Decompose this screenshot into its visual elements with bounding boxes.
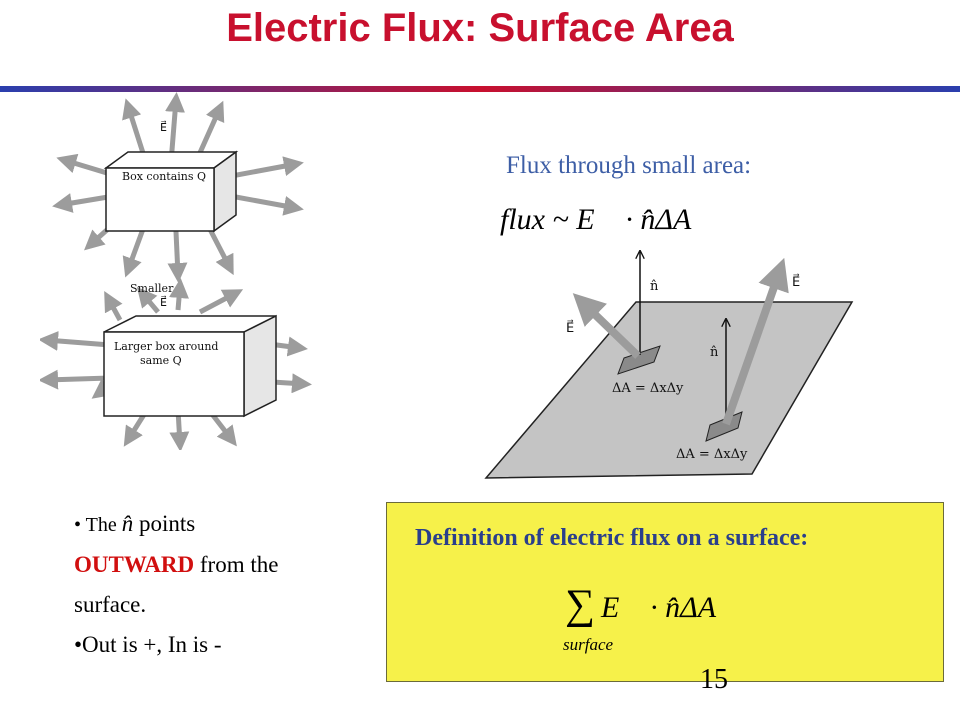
flux-sum-formula: ∑ E⃗ · n̂ΔA surface: [563, 582, 783, 665]
flux-box-diagram: E⃗ Box contains Q Smaller E⃗ Larger box …: [40, 92, 312, 450]
bullet-line-3: surface.: [74, 592, 147, 617]
sum-body: E⃗ · n̂ΔA: [601, 591, 717, 624]
bullet-1-start: • The: [74, 514, 122, 536]
definition-title: Definition of electric flux on a surface…: [415, 525, 809, 551]
bottom-box-label-2: same Q: [140, 354, 182, 367]
slide-title: Electric Flux: Surface Area: [226, 6, 734, 50]
top-box-label: Box contains Q: [122, 170, 206, 183]
outward-emphasis: OUTWARD: [74, 552, 195, 577]
e-label-1: E⃗: [566, 320, 574, 336]
definition-box: Definition of electric flux on a surface…: [386, 502, 944, 682]
e-label-2: E⃗: [792, 274, 800, 290]
bullet-1-n: n̂: [121, 511, 134, 536]
smaller-label: Smaller: [130, 282, 174, 295]
bullet-line-1: • The n̂ points: [74, 504, 374, 545]
flux-caption: Flux through small area:: [506, 152, 752, 179]
flux-formula: flux ~ E⃗ · n̂ΔA: [500, 203, 691, 237]
sum-subscript: surface: [563, 635, 614, 654]
bullet-1-end: points: [133, 511, 196, 536]
area-element-diagram: n̂ n̂ E⃗ E⃗ ΔA = ΔxΔy ΔA = ΔxΔy: [484, 240, 854, 479]
sum-symbol: ∑: [565, 582, 595, 628]
bullet-line-4: •Out is +, In is -: [74, 632, 222, 657]
area-label-1: ΔA = ΔxΔy: [612, 381, 684, 396]
top-field-label: E⃗: [160, 120, 167, 134]
title-divider: [0, 86, 960, 92]
n-label-2: n̂: [710, 345, 719, 360]
bottom-field-label: E⃗: [160, 295, 167, 309]
bullet-list: • The n̂ points OUTWARD from the surface…: [74, 504, 374, 665]
bullet-2-rest: from the: [194, 552, 279, 577]
bottom-box-label-1: Larger box around: [114, 340, 218, 353]
page-number: 15: [700, 664, 728, 695]
bullet-line-2: OUTWARD from the: [74, 545, 374, 585]
flux-formula-body: E⃗ · n̂ΔA: [576, 203, 692, 236]
area-label-2: ΔA = ΔxΔy: [676, 447, 748, 462]
n-label-1: n̂: [650, 279, 659, 294]
flux-formula-prefix: flux ~: [500, 203, 577, 236]
